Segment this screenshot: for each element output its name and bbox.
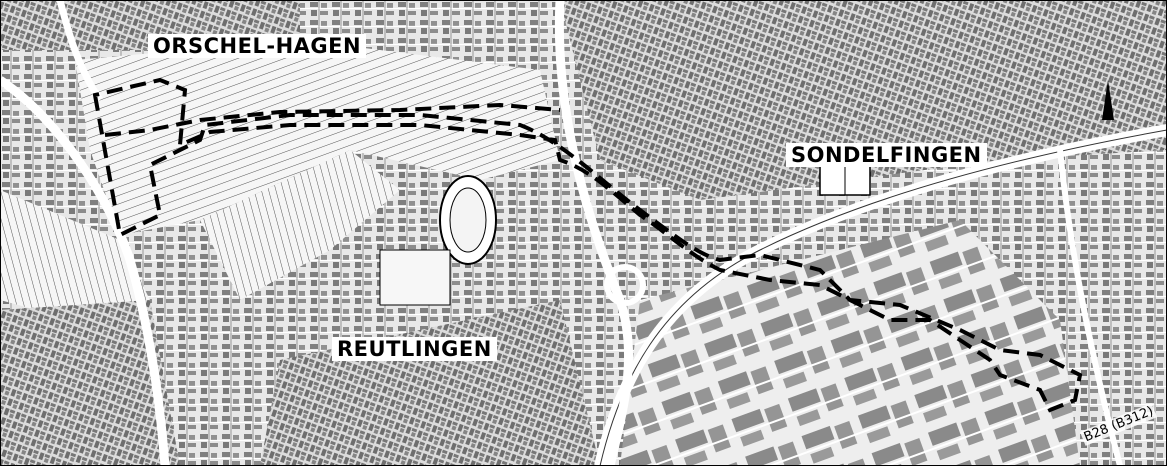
road-north-south: [554, 0, 634, 466]
residential-dense-southwest: [0, 300, 180, 466]
road-west: [0, 76, 170, 466]
place-label-orschel-hagen: ORSCHEL-HAGEN: [148, 34, 367, 58]
road-interchange: [604, 264, 646, 306]
place-label-reutlingen: REUTLINGEN: [332, 337, 497, 361]
agricultural-fields-north: [75, 40, 560, 235]
place-label-sondelfingen: SONDELFINGEN: [786, 143, 987, 167]
planning-area-boundary-north[interactable]: [104, 102, 561, 137]
planning-area-boundary[interactable]: [92, 77, 1083, 413]
residential-dense-south: [260, 300, 600, 466]
stadium-field: [449, 187, 487, 253]
agricultural-fields-west: [0, 190, 150, 330]
industrial-area-southeast: [620, 220, 1080, 466]
church-icon: [1102, 80, 1114, 120]
road-northwest: [56, 0, 103, 102]
agricultural-fields-central: [200, 150, 400, 300]
large-building-central: [379, 249, 451, 306]
residential-northeast: [560, 0, 1167, 200]
